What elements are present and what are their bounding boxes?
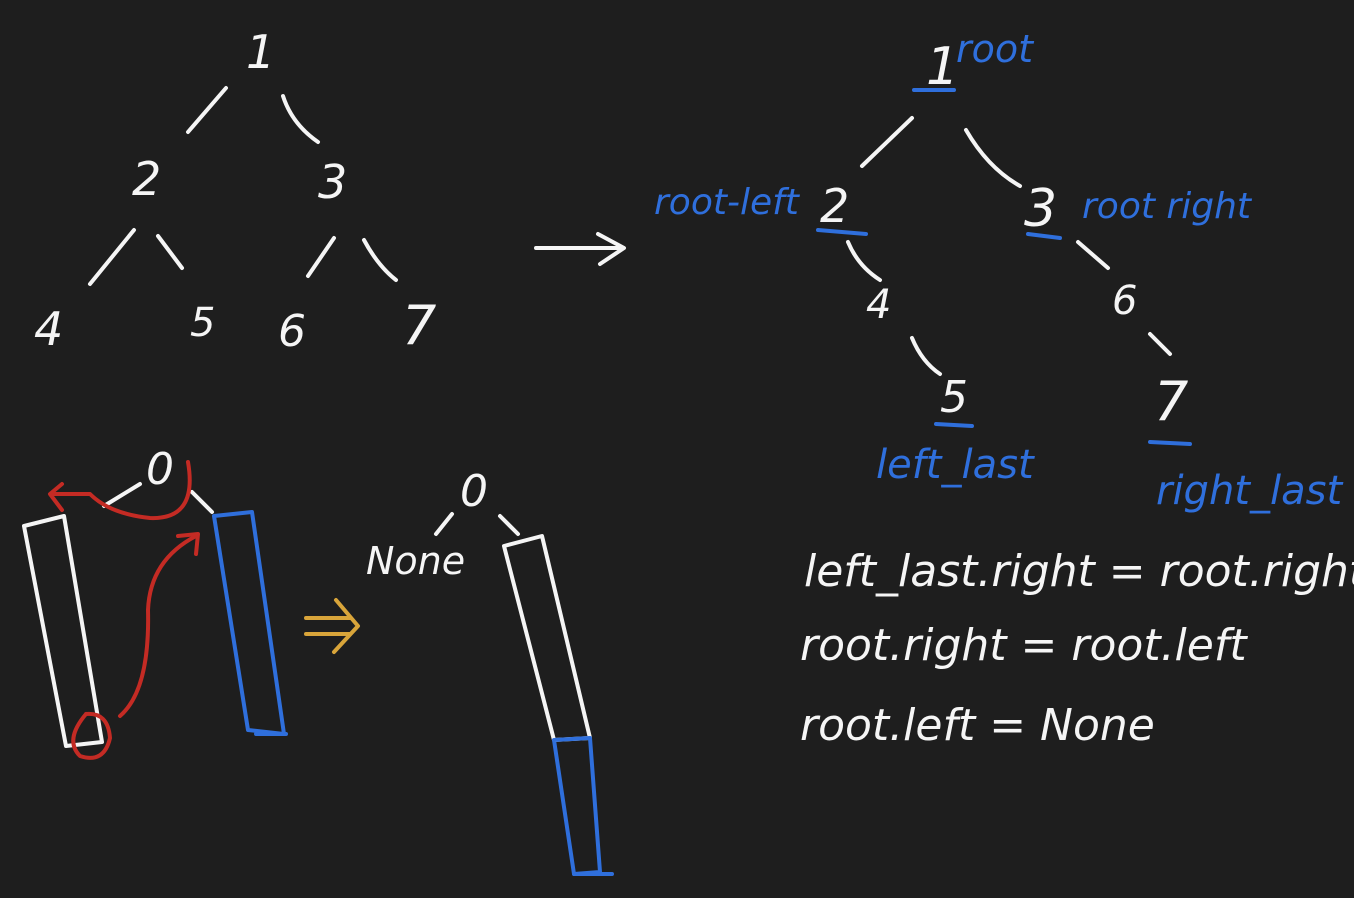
- flat-edge-2-4: [846, 240, 882, 282]
- label-left-last: left_last: [876, 442, 1035, 488]
- flat-node-1: 1: [926, 37, 959, 97]
- edge-3-6: [306, 236, 336, 278]
- edge-1-2: [186, 86, 228, 134]
- edge-1-3: [281, 94, 320, 144]
- flat-node-3: 3: [1024, 179, 1057, 239]
- attached-right-subtree: [552, 736, 602, 876]
- sketch-node-after: 0: [460, 466, 488, 517]
- red-arrowhead-left: [48, 482, 64, 512]
- red-arrow-attach: [118, 534, 198, 718]
- code-line-3: root.left = None: [800, 700, 1155, 751]
- sketch-edge-right: [190, 490, 214, 514]
- label-root: root: [956, 27, 1035, 71]
- label-root-right: root right: [1082, 186, 1253, 227]
- edge-2-5: [156, 234, 184, 270]
- flat-node-7: 7: [1154, 370, 1188, 433]
- label-right-last: right_last: [1156, 468, 1343, 514]
- underline-right-last: [1148, 440, 1192, 446]
- left-subtree-column: [22, 514, 104, 748]
- underline-root-left: [816, 228, 868, 236]
- flat-node-4: 4: [866, 282, 891, 328]
- tree-node-3: 3: [318, 155, 347, 209]
- flat-node-2: 2: [820, 179, 849, 233]
- edge-2-4: [88, 228, 136, 286]
- red-circle-tail: [71, 711, 112, 760]
- tree-node-6: 6: [278, 306, 306, 357]
- tree-node-2: 2: [132, 152, 161, 206]
- sketch-before: 0: [22, 444, 288, 760]
- moved-left-subtree: [502, 534, 592, 742]
- flat-node-6: 6: [1112, 278, 1137, 324]
- tree-node-7: 7: [402, 294, 436, 357]
- sketch-edge-left: [102, 482, 142, 508]
- code-line-1: left_last.right = root.right: [804, 546, 1354, 597]
- underline-root-right: [1026, 232, 1062, 240]
- transform-arrow: [534, 232, 626, 266]
- code-line-2: root.right = root.left: [800, 620, 1248, 671]
- red-arrowhead-right: [176, 532, 200, 556]
- sketch-after-edge-right: [498, 514, 520, 536]
- original-tree: 1 2 3 4 5 6 7: [34, 25, 436, 357]
- none-label: None: [366, 539, 465, 583]
- flattened-tree: 1 root root-left 2 3 root right 4 5 left…: [654, 27, 1343, 514]
- tree-node-5: 5: [190, 300, 215, 346]
- tree-node-4: 4: [34, 302, 63, 356]
- label-root-left: root-left: [654, 182, 801, 223]
- flat-edge-1-3: [964, 128, 1022, 188]
- flat-edge-1-2: [860, 116, 914, 168]
- flat-edge-6-7: [1148, 332, 1172, 356]
- flat-edge-4-5: [910, 336, 942, 376]
- flat-edge-3-6: [1076, 240, 1110, 270]
- red-arrow-swap: [50, 460, 192, 521]
- code-notes: left_last.right = root.right root.right …: [800, 546, 1354, 751]
- right-subtree-column: [212, 510, 286, 736]
- flat-node-5: 5: [940, 372, 968, 423]
- edge-3-7: [362, 238, 398, 282]
- gold-implies-arrow: [304, 598, 360, 654]
- underline-left-last: [934, 422, 974, 428]
- sketch-after-edge-left: [434, 512, 454, 536]
- tree-node-1: 1: [246, 25, 275, 79]
- sketch-after: 0 None: [366, 466, 614, 876]
- sketch-node-before: 0: [146, 444, 174, 495]
